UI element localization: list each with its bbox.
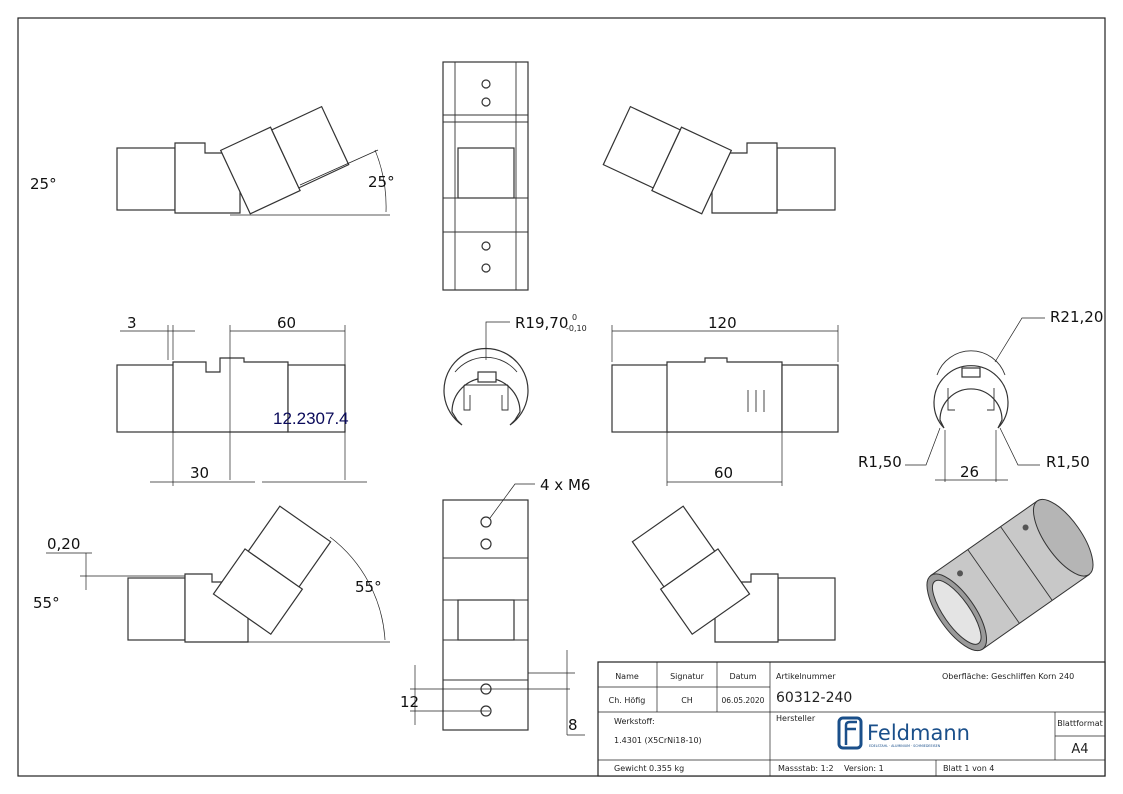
feldmann-logo: Feldmann EDELSTAHL · ALUMINIUM · SCHMIED…	[837, 716, 970, 750]
dim-60: 60	[277, 314, 296, 332]
angle-label-55: 55°	[33, 594, 60, 612]
dim-020: 0,20	[47, 535, 80, 553]
angle-dimension-55: 55°	[355, 578, 382, 596]
blatt: Blatt 1 von 4	[943, 764, 994, 773]
radius-outer: R21,20	[1050, 308, 1103, 326]
datum-value: 06.05.2020	[722, 696, 765, 705]
logo-tagline: EDELSTAHL · ALUMINIUM · SCHMIEDEEISEN	[869, 744, 941, 748]
title-block: Name Signatur Datum Ch. Höfig CH 06.05.2…	[597, 661, 1106, 777]
angle-dimension: 25°	[368, 173, 395, 191]
dim-12: 12	[400, 693, 419, 711]
name-value: Ch. Höfig	[609, 696, 646, 705]
drawing-frame	[17, 17, 1106, 777]
blattformat-value: A4	[1071, 742, 1088, 757]
radius-small-right: R1,50	[1046, 453, 1090, 471]
dim-120: 120	[708, 314, 737, 332]
signatur-header: Signatur	[670, 672, 705, 681]
artikel-label: Artikelnummer	[776, 672, 836, 681]
view-25deg-left: 25° 25°	[30, 105, 395, 216]
view-profile-right: R21,20 R1,50 R1,50 26	[858, 308, 1103, 482]
werkstoff-label: Werkstoff:	[614, 717, 655, 726]
massstab: Massstab: 1:2	[778, 764, 834, 773]
datum-header: Datum	[729, 672, 756, 681]
oberflaeche: Oberfläche: Geschliffen Korn 240	[942, 672, 1074, 681]
hersteller-label: Hersteller	[776, 714, 816, 723]
radius-inner: R19,70	[515, 314, 568, 332]
werkstoff-value: 1.4301 (X5CrNi18-10)	[614, 736, 702, 745]
view-profile-center: R19,70 0 -0,10	[443, 313, 587, 426]
angle-label: 25°	[30, 175, 57, 193]
holes-callout: 4 x M6	[540, 476, 590, 494]
view-bottom-center: 4 x M6 12 8	[400, 476, 590, 736]
logo-text: Feldmann	[867, 721, 970, 745]
signatur-value: CH	[681, 696, 693, 705]
dim-30: 30	[190, 464, 209, 482]
view-55deg-left: 0,20 55° 55°	[33, 505, 390, 643]
dim-8: 8	[568, 716, 578, 734]
dim-26: 26	[960, 463, 979, 481]
blattformat-label: Blattformat	[1057, 719, 1103, 728]
dim-overlay: 12.2307.4	[273, 409, 349, 428]
gewicht: Gewicht 0.355 kg	[614, 764, 684, 773]
view-isometric	[926, 498, 1094, 652]
artikel-number: 60312-240	[776, 690, 852, 706]
tolerance-upper: 0	[572, 313, 577, 322]
view-side-left: 3 60 12.2307.4 30	[116, 314, 367, 486]
view-top-center	[442, 61, 529, 291]
dim-60-right: 60	[714, 464, 733, 482]
view-side-right: 120 60	[611, 314, 839, 486]
radius-small-left: R1,50	[858, 453, 902, 471]
view-25deg-right	[602, 105, 836, 215]
tolerance-lower: -0,10	[566, 324, 587, 333]
version: Version: 1	[844, 764, 884, 773]
view-55deg-right	[631, 505, 836, 643]
dim-3: 3	[127, 314, 137, 332]
name-header: Name	[615, 672, 639, 681]
